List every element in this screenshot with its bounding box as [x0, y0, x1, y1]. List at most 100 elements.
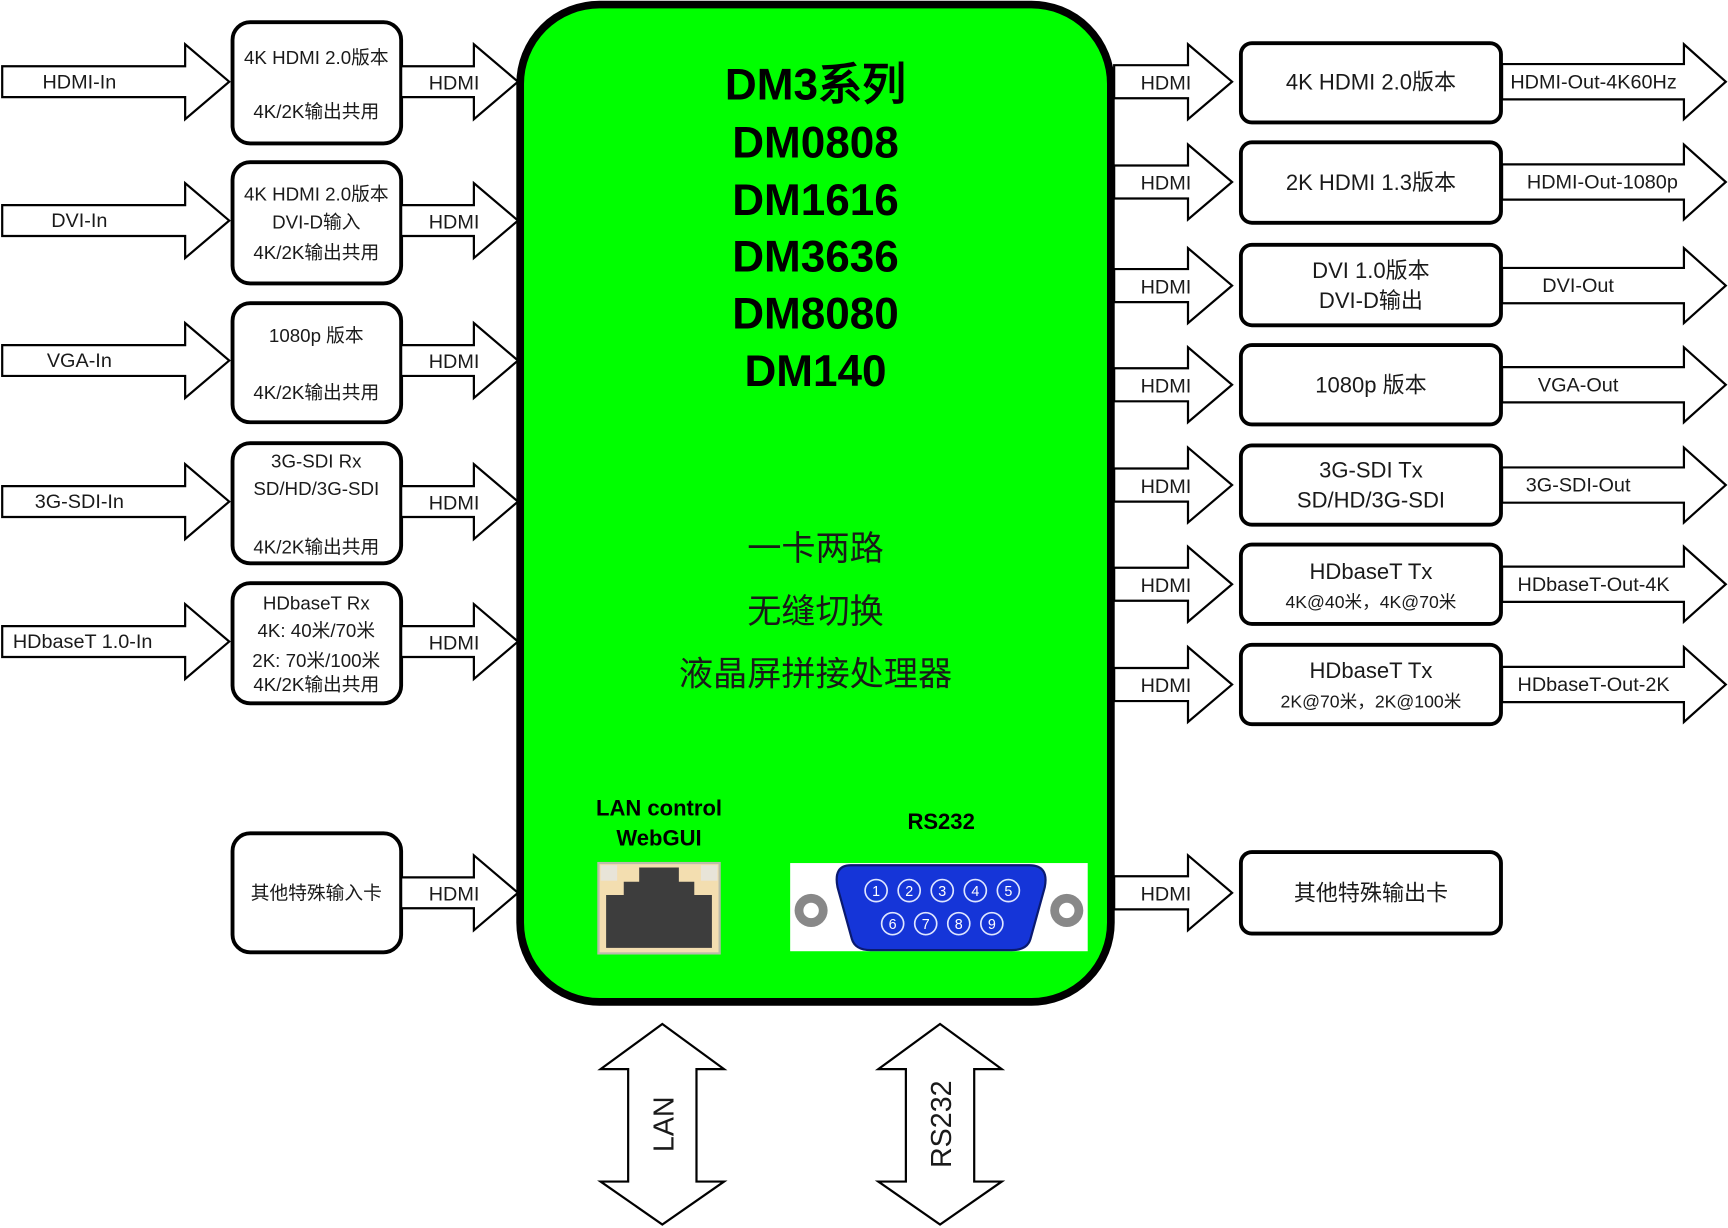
output-card-text: SD/HD/3G-SDI — [1297, 487, 1445, 512]
input-signal-arrow — [1, 601, 231, 682]
input-card-text: 2K: 70米/100米 — [252, 650, 380, 671]
model-name: DM0808 — [732, 119, 899, 168]
rs232-control-arrow: RS232 — [874, 1022, 1006, 1226]
hdmi-link-label: HDMI — [1141, 72, 1192, 94]
output-signal-label: VGA-Out — [1538, 374, 1619, 396]
input-signal-arrow — [1, 320, 231, 401]
hdmi-link-arrow — [1113, 852, 1234, 933]
output-signal-label: 3G-SDI-Out — [1526, 475, 1631, 497]
hdmi-link-arrow — [400, 601, 520, 682]
main-unit-body — [516, 0, 1115, 1006]
input-card-text: DVI-D输入 — [272, 211, 361, 232]
hdmi-link-label: HDMI — [429, 211, 480, 233]
input-card-text: 4K: 40米/70米 — [257, 620, 375, 641]
output-card-text: HDbaseT Tx — [1310, 559, 1433, 584]
input-signal-label: 3G-SDI-In — [35, 491, 124, 513]
output-signal-label: HDbaseT-Out-4K — [1518, 574, 1670, 596]
db9-pin-number: 9 — [988, 917, 996, 933]
input-signal-arrow — [1, 180, 231, 261]
lan-arrow-label: LAN — [648, 1096, 680, 1152]
db9-pin-number: 7 — [922, 917, 930, 933]
model-name: DM1616 — [732, 176, 899, 225]
output-card-text: 2K HDMI 1.3版本 — [1286, 170, 1456, 195]
hdmi-link-arrow — [400, 41, 520, 122]
hdmi-link-label: HDMI — [1141, 276, 1192, 298]
db9-pin — [996, 878, 1021, 903]
model-name: DM140 — [744, 347, 886, 396]
output-signal-arrow — [1500, 445, 1728, 525]
output-card-text: 4K@40米，4K@70米 — [1285, 592, 1456, 612]
output-signal-label: DVI-Out — [1542, 275, 1614, 297]
db9-pin — [946, 911, 971, 936]
output-signal-label: HDbaseT-Out-2K — [1518, 674, 1670, 696]
input-card-text: 1080p 版本 — [269, 325, 364, 346]
db9-pin-number: 5 — [1004, 884, 1012, 900]
series-title: DM3系列 — [725, 60, 906, 109]
input-card-text: 4K/2K输出共用 — [253, 674, 379, 695]
output-card — [1238, 850, 1503, 936]
input-signal-label: VGA-In — [47, 350, 112, 372]
db9-pin-number: 1 — [872, 884, 880, 900]
hdmi-link-arrow — [1113, 445, 1234, 525]
model-name: DM3636 — [732, 232, 899, 281]
output-card-text: DVI 1.0版本 — [1312, 258, 1430, 283]
db9-pin-number: 3 — [938, 884, 946, 900]
db9-pin — [930, 878, 955, 903]
hdmi-link-label: HDMI — [1141, 173, 1192, 195]
input-card-text: SD/HD/3G-SDI — [253, 478, 379, 499]
output-row: HDMI 1080p 版本 VGA-Out — [1113, 343, 1728, 427]
output-row: HDMI 2K HDMI 1.3版本 HDMI-Out-1080p — [1113, 140, 1728, 225]
output-card-text: 其他特殊输出卡 — [1294, 881, 1448, 906]
input-signal-arrow — [1, 41, 231, 122]
feature-text: 一卡两路 — [747, 530, 884, 568]
output-card-text: 4K HDMI 2.0版本 — [1286, 70, 1456, 95]
output-row: HDMI 4K HDMI 2.0版本 HDMI-Out-4K60Hz — [1113, 41, 1728, 125]
output-signal-label: HDMI-Out-1080p — [1527, 172, 1678, 194]
hdmi-link-arrow — [1113, 41, 1234, 122]
rs232-label: RS232 — [907, 809, 974, 834]
hdmi-link-arrow — [1113, 544, 1234, 625]
hdmi-link-arrow — [1113, 344, 1234, 425]
output-card-text: 1080p 版本 — [1315, 373, 1426, 398]
rj45-port-icon — [597, 861, 721, 955]
hdmi-link-label: HDMI — [429, 492, 480, 514]
hdmi-link-arrow — [400, 320, 520, 401]
hdmi-link-label: HDMI — [1141, 375, 1192, 397]
output-card-text: 2K@70米，2K@100米 — [1281, 691, 1462, 711]
hdmi-link-label: HDMI — [429, 351, 480, 373]
db9-pin-number: 6 — [889, 917, 897, 933]
db9-pin — [864, 878, 888, 903]
input-card — [230, 301, 404, 425]
db9-pin — [897, 878, 922, 903]
output-signal-arrow — [1500, 245, 1728, 326]
hdmi-link-arrow — [1113, 245, 1234, 326]
hdmi-link-label: HDMI — [1141, 675, 1192, 697]
output-signal-arrow — [1500, 544, 1728, 625]
model-name: DM8080 — [732, 290, 899, 339]
rs232-arrow-label: RS232 — [926, 1080, 958, 1168]
db9-pin-number: 2 — [905, 884, 913, 900]
db9-pin — [913, 911, 938, 936]
db9-pin — [963, 878, 988, 903]
input-card-text: HDbaseT Rx — [263, 593, 370, 614]
output-signal-arrow — [1500, 344, 1728, 425]
input-card-text: 4K HDMI 2.0版本 — [244, 184, 389, 205]
lan-control-label: LAN control — [596, 796, 722, 821]
db9-pin-number: 4 — [971, 884, 979, 900]
output-signal-arrow — [1500, 142, 1728, 222]
feature-text: 液晶屏拼接处理器 — [679, 656, 952, 694]
hdmi-link-label: HDMI — [1141, 476, 1192, 498]
output-signal-label: HDMI-Out-4K60Hz — [1510, 71, 1676, 93]
feature-text: 无缝切换 — [747, 593, 884, 631]
